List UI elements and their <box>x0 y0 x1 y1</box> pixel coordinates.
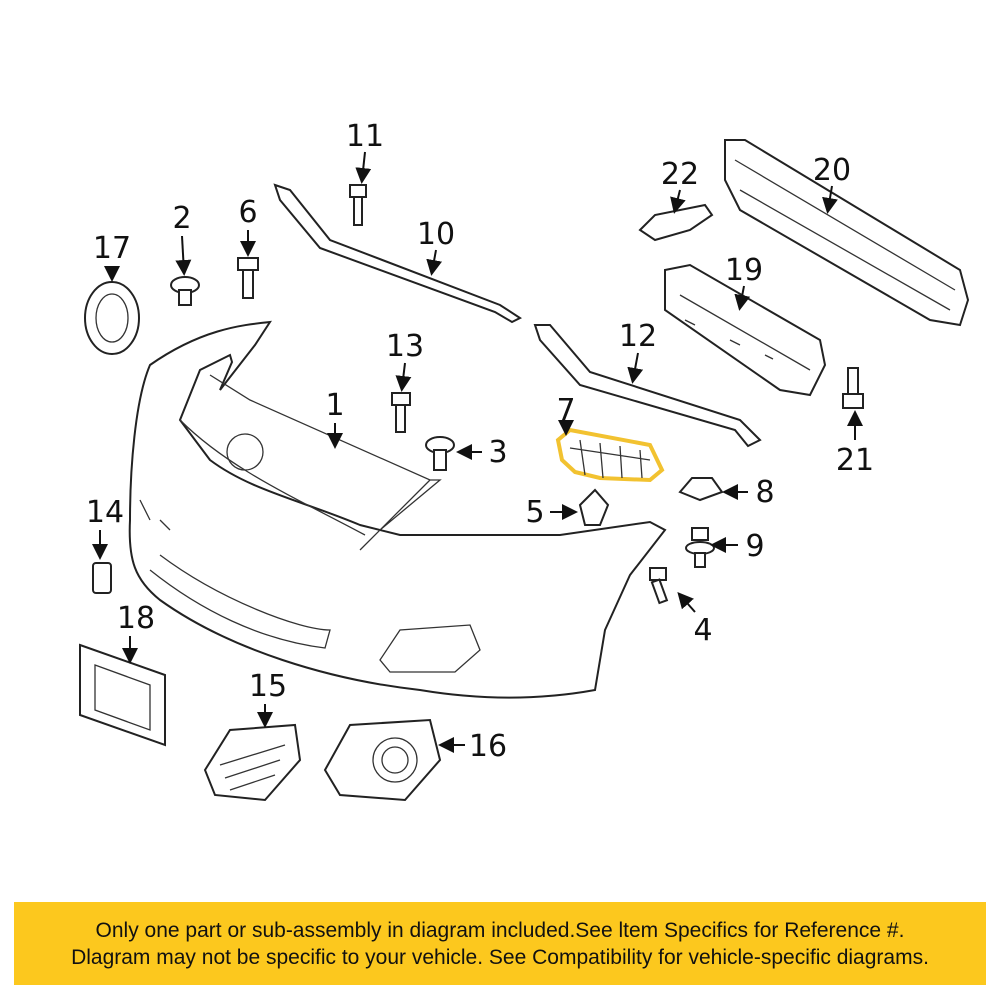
callout-10: 10 <box>417 217 455 252</box>
callout-1: 1 <box>325 388 344 423</box>
callout-7: 7 <box>556 393 575 428</box>
part-10-retainer <box>273 183 523 324</box>
callout-4: 4 <box>693 613 712 648</box>
callout-22: 22 <box>661 157 699 192</box>
callout-13: 13 <box>386 329 424 364</box>
part-9-clip <box>685 527 715 568</box>
callout-14: 14 <box>86 495 124 530</box>
callout-11: 11 <box>346 119 384 154</box>
callout-5: 5 <box>525 495 544 530</box>
part-4-bolt <box>649 567 669 605</box>
callout-17: 17 <box>93 231 131 266</box>
callout-12: 12 <box>619 319 657 354</box>
callout-16: 16 <box>469 729 507 764</box>
callout-21: 21 <box>836 443 874 478</box>
part-22-bracket <box>638 203 714 242</box>
part-20-reinforcement <box>724 139 970 327</box>
part-5-bracket <box>578 488 610 526</box>
part-6-bolt <box>237 257 259 299</box>
part-12-retainer <box>533 324 762 448</box>
part-8-nut <box>678 477 724 502</box>
part-19-absorber <box>664 263 827 397</box>
part-21-bolt <box>842 367 864 409</box>
callout-3: 3 <box>488 435 507 470</box>
diagram-canvas: 1 2 3 4 5 6 7 8 9 10 11 12 13 14 15 16 1… <box>79 119 970 802</box>
part-18-license-bracket <box>79 643 166 747</box>
callout-19: 19 <box>725 253 763 288</box>
part-7-bracket-highlighted <box>555 427 665 483</box>
part-17-emblem <box>84 281 140 355</box>
callout-arrows <box>92 151 863 753</box>
callout-6: 6 <box>238 195 257 230</box>
part-16-fog-bezel <box>323 718 442 802</box>
callout-9: 9 <box>745 529 764 564</box>
part-15-grille <box>203 723 302 802</box>
part-1-bumper-cover <box>128 320 667 699</box>
part-3-clip <box>425 436 455 471</box>
callout-18: 18 <box>117 601 155 636</box>
callout-15: 15 <box>249 669 287 704</box>
part-11-bolt <box>349 184 367 226</box>
callout-2: 2 <box>172 201 191 236</box>
callout-8: 8 <box>755 475 774 510</box>
part-2-clip <box>170 276 200 306</box>
callout-20: 20 <box>813 153 851 188</box>
disclaimer-line-2: Dlagram may not be specific to your vehi… <box>71 945 929 969</box>
disclaimer-banner: Only one part or sub-assembly in diagram… <box>14 902 986 985</box>
part-13-bolt <box>391 392 411 433</box>
disclaimer-line-1: Only one part or sub-assembly in diagram… <box>95 918 905 942</box>
part-14-cap <box>92 562 112 594</box>
